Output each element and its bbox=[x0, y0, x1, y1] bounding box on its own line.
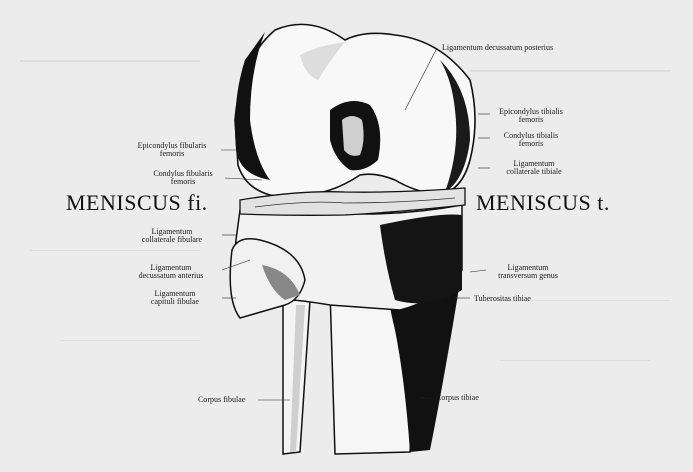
label-line: capituli fibulae bbox=[130, 298, 220, 306]
label-meniscus-fibularis: MENISCUS fi. bbox=[66, 192, 208, 214]
label-lig-decussatum-anterius: Ligamentum decussatum anterius bbox=[122, 264, 220, 280]
label-line: collaterale fibulare bbox=[124, 236, 220, 244]
label-line: decussatum anterius bbox=[122, 272, 220, 280]
label-lig-collaterale-tibiale: Ligamentum collaterale tibiale bbox=[486, 160, 582, 176]
label-line: femoris bbox=[486, 140, 576, 148]
label-line: femoris bbox=[138, 178, 228, 186]
label-epicondylus-fibularis: Epicondylus fibularis femoris bbox=[126, 142, 218, 158]
label-epicondylus-tibialis: Epicondylus tibialis femoris bbox=[486, 108, 576, 124]
label-line: transversum genus bbox=[480, 272, 576, 280]
label-lig-transversum-genus: Ligamentum transversum genus bbox=[480, 264, 576, 280]
label-lig-capituli-fibulae: Ligamentum capituli fibulae bbox=[130, 290, 220, 306]
label-tuberositas-tibiae: Tuberositas tibiae bbox=[474, 295, 531, 303]
label-corpus-fibulae: Corpus fibulae bbox=[198, 396, 245, 404]
label-corpus-tibiae: Corpus tibiae bbox=[436, 394, 479, 402]
label-condylus-tibialis: Condylus tibialis femoris bbox=[486, 132, 576, 148]
label-line: femoris bbox=[486, 116, 576, 124]
label-lig-decussatum-posterius: Ligamentum decussatum posterius bbox=[442, 44, 553, 52]
label-condylus-fibularis: Condylus fibularis femoris bbox=[138, 170, 228, 186]
label-meniscus-tibialis: MENISCUS t. bbox=[476, 192, 610, 214]
label-lig-collaterale-fibulare: Ligamentum collaterale fibulare bbox=[124, 228, 220, 244]
label-line: femoris bbox=[126, 150, 218, 158]
label-line: collaterale tibiale bbox=[486, 168, 582, 176]
